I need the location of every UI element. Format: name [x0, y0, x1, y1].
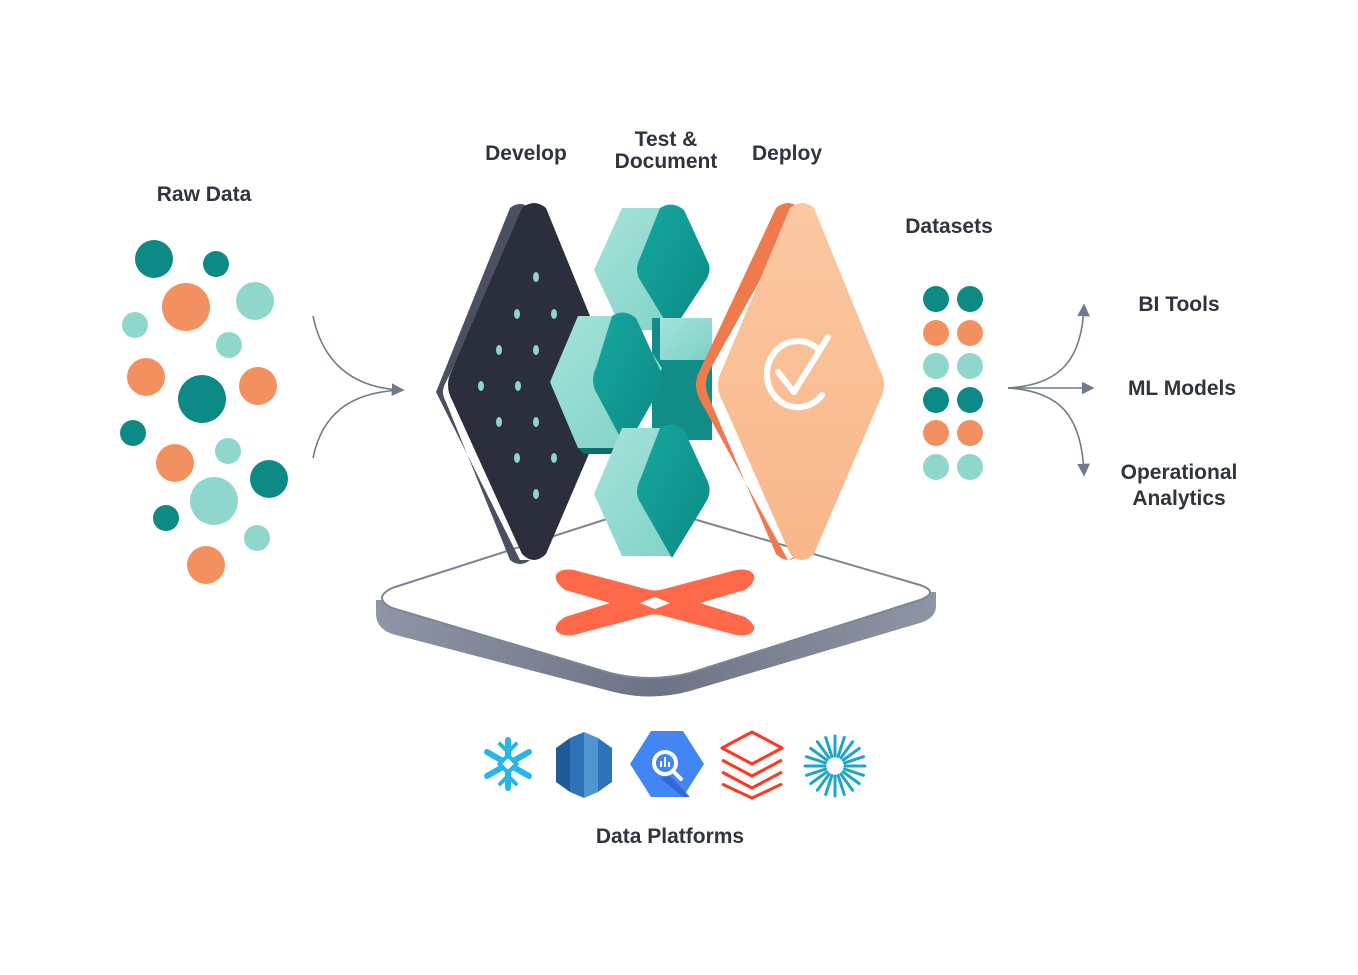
deploy-block-side [696, 203, 800, 560]
raw-data-dot [120, 420, 146, 446]
raw-data-dot [236, 282, 274, 320]
operational-analytics-label: Operational Analytics [1104, 460, 1254, 512]
starburst-ray [836, 774, 846, 796]
starburst-ray [809, 770, 829, 786]
dataset-dot [957, 454, 983, 480]
teal-gem-left [550, 312, 662, 454]
dataset-dot [923, 353, 949, 379]
output-arrows [1007, 303, 1095, 477]
test-document-block [550, 204, 712, 558]
starburst-ray [805, 755, 827, 765]
raw-data-dot [153, 505, 179, 531]
dataset-dot [957, 387, 983, 413]
starburst-ray [809, 746, 829, 762]
data-platform-logos [484, 730, 867, 800]
starburst-ray [841, 746, 861, 762]
dataset-dot [923, 420, 949, 446]
snowflake-icon [484, 737, 532, 791]
raw-data-dot [239, 367, 277, 405]
starburst-icon [803, 734, 867, 798]
arrow-upper [312, 315, 405, 396]
operational-analytics-label-line2: Analytics [1132, 487, 1226, 510]
starburst-ray [815, 772, 831, 792]
raw-data-dot [178, 375, 226, 423]
input-arrows [312, 315, 405, 459]
raw-data-label: Raw Data [156, 183, 252, 206]
dataset-dot [923, 286, 949, 312]
starburst-ray [839, 740, 855, 760]
data-platforms-label: Data Platforms [595, 825, 745, 848]
raw-data-dot [127, 358, 165, 396]
starburst-ray [815, 740, 831, 760]
raw-data-dot [216, 332, 242, 358]
starburst-ray [843, 767, 865, 777]
starburst-ray [839, 772, 855, 792]
raw-data-cluster [120, 240, 288, 584]
operational-analytics-label-line1: Operational [1120, 461, 1238, 484]
arrow-lower [312, 389, 403, 459]
raw-data-dot [162, 283, 210, 331]
dataset-dot [957, 420, 983, 446]
check-circle-icon [763, 334, 831, 411]
raw-data-dot [156, 444, 194, 482]
raw-data-dot [122, 312, 148, 338]
starburst-ray [843, 755, 865, 765]
raw-data-dot [250, 460, 288, 498]
develop-block [436, 203, 616, 564]
dbt-logo-icon [555, 569, 755, 636]
test-document-label-line1: Test & [634, 128, 698, 151]
dataset-dot [923, 454, 949, 480]
dataset-dot [923, 320, 949, 346]
dataset-dot [957, 320, 983, 346]
test-document-label-line2: Document [614, 150, 718, 173]
starburst-ray [805, 767, 827, 777]
raw-data-dot [190, 477, 238, 525]
dataset-dot [957, 353, 983, 379]
arrow-to-bi-tools [1007, 303, 1091, 389]
dataset-dot [957, 286, 983, 312]
redshift-icon [556, 732, 612, 798]
teal-gem-right [652, 318, 712, 440]
develop-block-face [448, 203, 616, 560]
teal-gem-bottom [594, 424, 710, 558]
raw-data-dot [244, 525, 270, 551]
bigquery-icon [630, 731, 704, 797]
test-document-label: Test & Document [596, 129, 736, 173]
raw-data-dot [215, 438, 241, 464]
databricks-icon [720, 730, 784, 800]
bi-tools-label: BI Tools [1138, 293, 1220, 316]
deploy-label: Deploy [751, 142, 822, 165]
starburst-ray [836, 736, 846, 758]
dataset-dot [923, 387, 949, 413]
ml-models-label: ML Models [1127, 377, 1237, 400]
arrow-to-operational [1007, 387, 1091, 477]
raw-data-dot [203, 251, 229, 277]
datasets-grid [923, 286, 983, 480]
teal-gem-top [594, 204, 710, 332]
raw-data-dot [187, 546, 225, 584]
raw-data-dot [135, 240, 173, 278]
develop-dots [478, 272, 557, 499]
datasets-label: Datasets [905, 215, 993, 238]
starburst-ray [824, 774, 834, 796]
develop-label: Develop [485, 142, 567, 165]
starburst-ray [841, 770, 861, 786]
starburst-ray [824, 736, 834, 758]
develop-block-side [436, 204, 530, 564]
deploy-block [696, 203, 884, 560]
